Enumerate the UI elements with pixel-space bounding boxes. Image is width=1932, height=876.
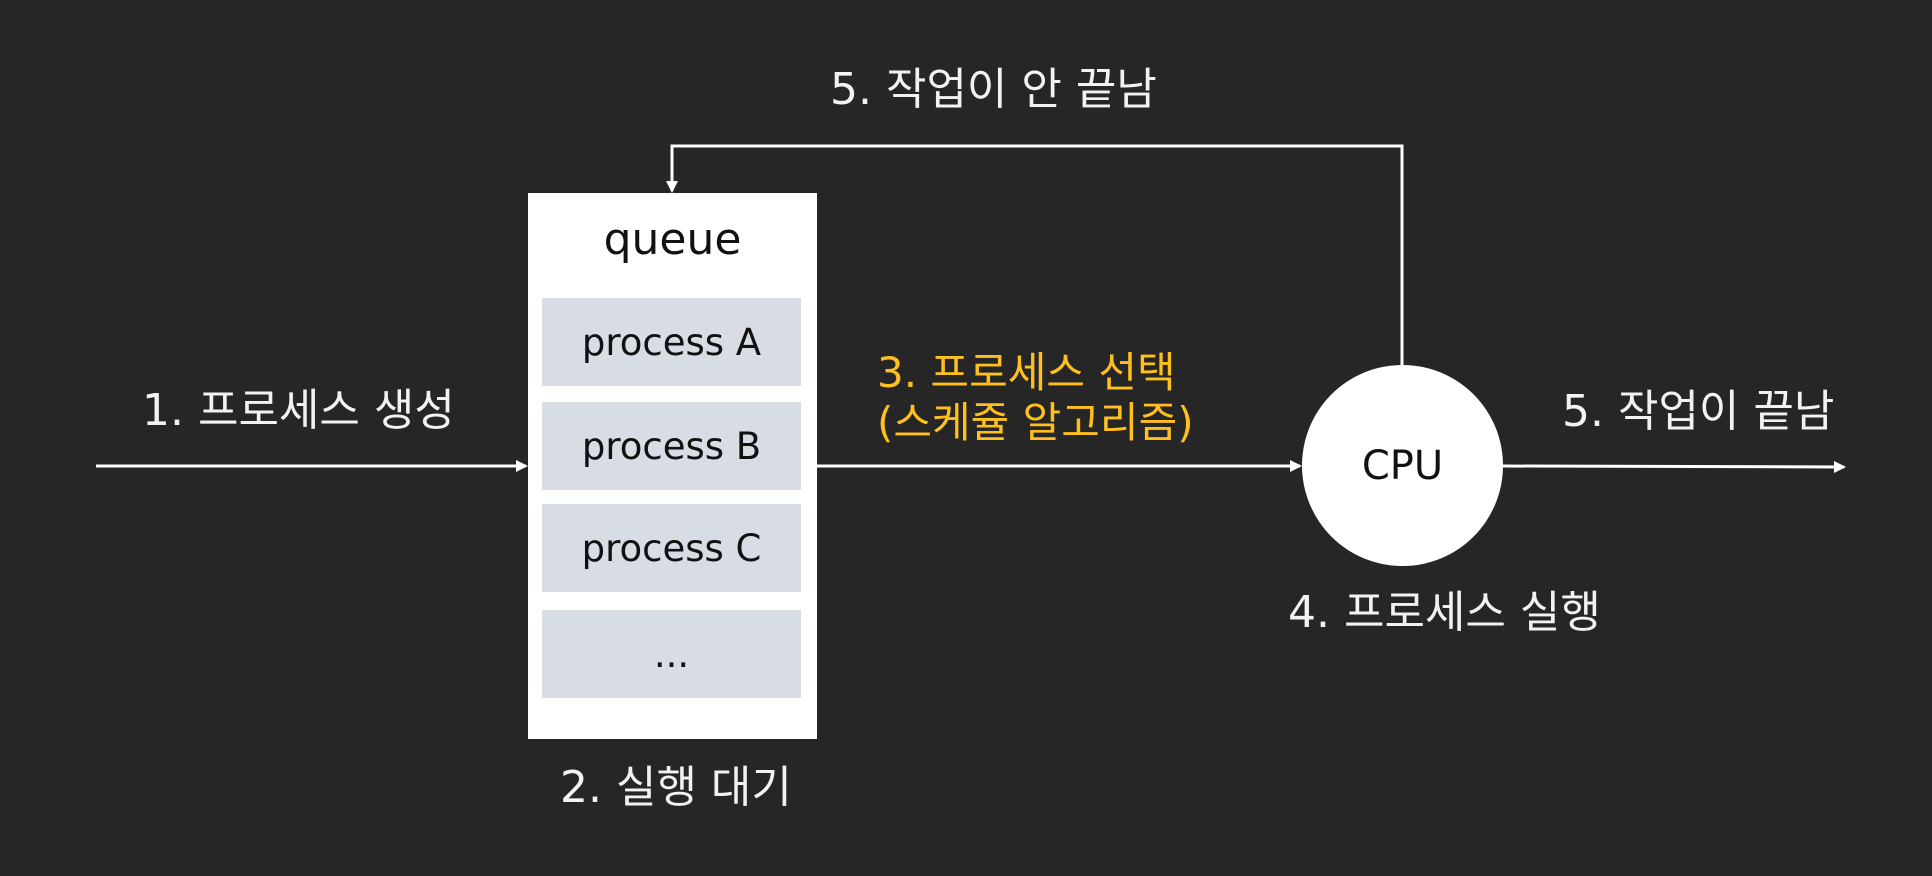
cpu-label: CPU	[1361, 442, 1444, 489]
label-done: 5. 작업이 끝남	[1562, 386, 1835, 437]
label-run: 4. 프로세스 실행	[1288, 587, 1601, 638]
queue-item-process-c: process C	[542, 504, 801, 592]
queue-title: queue	[603, 214, 742, 265]
queue-item-more: ...	[542, 610, 801, 698]
label-not-done: 5. 작업이 안 끝남	[830, 64, 1157, 115]
not-done-loop-arrow	[666, 144, 1404, 365]
done-arrow	[1502, 460, 1846, 473]
cpu-node: CPU	[1302, 365, 1503, 566]
label-wait: 2. 실행 대기	[560, 762, 792, 813]
queue-item-process-a: process A	[542, 298, 801, 386]
queue-box: queue process A process B process C ...	[528, 193, 817, 739]
queue-item-process-b: process B	[542, 402, 801, 490]
label-create: 1. 프로세스 생성	[142, 385, 455, 436]
label-select-line1: 3. 프로세스 선택	[877, 348, 1176, 397]
label-select-line2: (스케쥴 알고리즘)	[877, 398, 1194, 448]
label-select: 3. 프로세스 선택 (스케쥴 알고리즘)	[877, 348, 1194, 449]
